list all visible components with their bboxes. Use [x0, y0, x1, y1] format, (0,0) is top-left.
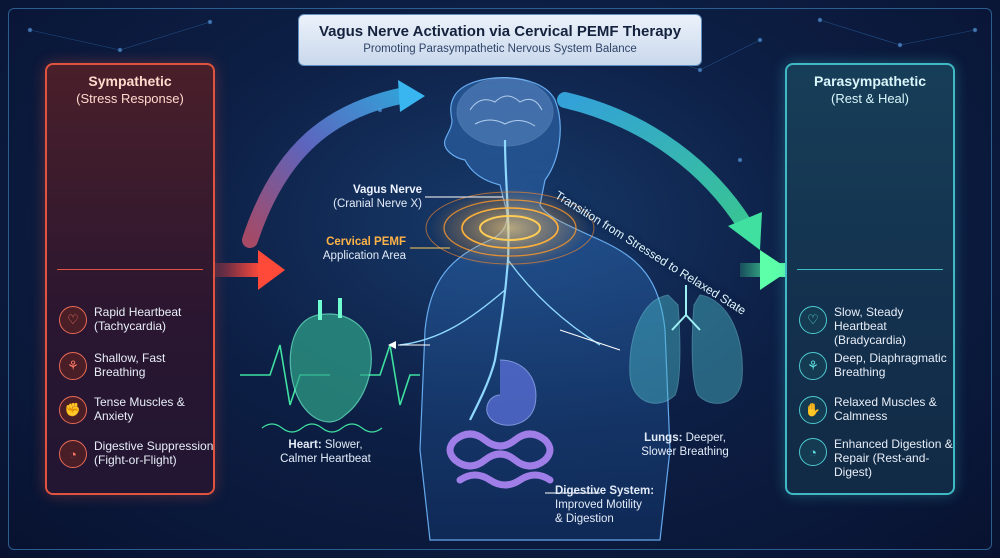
stomach-icon: ◔: [799, 438, 827, 466]
pemf-area-label: Cervical PEMF Application Area: [300, 235, 406, 263]
symptom-text: Digestive Suppression (Fight-or-Flight): [94, 439, 214, 467]
panel-divider: [797, 269, 943, 270]
benefit-text: Enhanced Digestion & Repair (Rest-and-Di…: [834, 437, 953, 479]
benefit-item: ✋ Relaxed Muscles & Calmness: [799, 395, 955, 424]
outer-frame: [8, 8, 992, 550]
benefit-item: ◔ Enhanced Digestion & Repair (Rest-and-…: [799, 437, 955, 479]
relax-arrowhead: [760, 250, 790, 290]
page-title: Vagus Nerve Activation via Cervical PEMF…: [318, 23, 682, 40]
heart-label-rest: Slower,: [324, 439, 363, 451]
benefit-text: Relaxed Muscles & Calmness: [834, 395, 937, 423]
heart-pulse-icon: ♡: [59, 306, 87, 334]
vagus-nerve-title: Vagus Nerve: [352, 184, 422, 196]
benefit-text: Deep, Diaphragmatic Breathing: [834, 351, 947, 379]
pemf-subtitle: Application Area: [322, 250, 406, 262]
heart-organ: [240, 298, 420, 433]
arc-arrowhead-left: [398, 80, 425, 112]
symptom-item: ✊ Tense Muscles & Anxiety: [59, 395, 215, 424]
benefit-item: ⚘ Deep, Diaphragmatic Breathing: [799, 351, 955, 380]
symptom-text: Shallow, Fast Breathing: [94, 351, 166, 379]
parasympathetic-subheading: (Rest & Heal): [830, 91, 910, 106]
relaxed-hand-icon: ✋: [799, 396, 827, 424]
transition-arc-right: [557, 92, 753, 233]
digestive-label: Digestive System: Improved Motility & Di…: [555, 484, 700, 526]
digestive-organs: [446, 359, 554, 489]
transition-arc-left: [242, 87, 413, 248]
symptom-item: ⚘ Shallow, Fast Breathing: [59, 351, 215, 380]
lungs-label-line2: Slower Breathing: [641, 446, 729, 458]
lungs-pointer: [559, 329, 621, 351]
stress-arrowhead: [258, 250, 285, 290]
sympathetic-subheading: (Stress Response): [76, 91, 184, 106]
parasympathetic-panel: Parasympathetic (Rest & Heal) ♡ Slow, St…: [785, 63, 955, 495]
digestive-label-line3: & Digestion: [555, 513, 614, 525]
heart-label-line2: Calmer Heartbeat: [280, 453, 371, 465]
digestive-label-bold: Digestive System:: [555, 485, 655, 497]
lungs-label: Lungs: Deeper, Slower Breathing: [620, 431, 750, 459]
pemf-title: Cervical PEMF: [326, 236, 406, 248]
benefit-item: ♡ Slow, Steady Heartbeat (Bradycardia): [799, 305, 955, 347]
heart-label-bold: Heart:: [288, 439, 322, 451]
heart-label: Heart: Slower, Calmer Heartbeat: [268, 438, 383, 466]
pemf-rings: [425, 188, 595, 268]
benefit-text: Slow, Steady Heartbeat (Bradycardia): [834, 305, 907, 347]
symptom-item: ◔ Digestive Suppression (Fight-or-Flight…: [59, 439, 215, 468]
arc-arrowhead-right: [728, 212, 762, 250]
lungs-organ: [629, 285, 743, 404]
lungs-icon: ⚘: [799, 352, 827, 380]
lungs-label-bold: Lungs:: [644, 432, 683, 444]
symptom-item: ♡ Rapid Heartbeat (Tachycardia): [59, 305, 215, 334]
sympathetic-heading: Sympathetic: [88, 73, 172, 89]
page-subtitle: Promoting Parasympathetic Nervous System…: [363, 43, 637, 55]
stress-arrow-shaft: [215, 263, 260, 277]
symptom-text: Tense Muscles & Anxiety: [94, 395, 185, 423]
title-box: Vagus Nerve Activation via Cervical PEMF…: [298, 14, 702, 66]
lungs-label-rest: Deeper,: [685, 432, 726, 444]
parasympathetic-heading: Parasympathetic: [813, 73, 927, 89]
sympathetic-panel: Sympathetic (Stress Response) ♡ Rapid He…: [45, 63, 215, 495]
stomach-icon: ◔: [59, 440, 87, 468]
heart-pulse-icon: ♡: [799, 306, 827, 334]
digestive-label-line2: Improved Motility: [555, 499, 642, 511]
vagus-nerve-subtitle: (Cranial Nerve X): [333, 198, 422, 210]
symptom-text: Rapid Heartbeat (Tachycardia): [94, 305, 182, 333]
panel-divider: [57, 269, 203, 270]
fist-icon: ✊: [59, 396, 87, 424]
human-figure: [399, 77, 671, 541]
lungs-icon: ⚘: [59, 352, 87, 380]
vagus-nerve-label: Vagus Nerve (Cranial Nerve X): [302, 183, 422, 211]
